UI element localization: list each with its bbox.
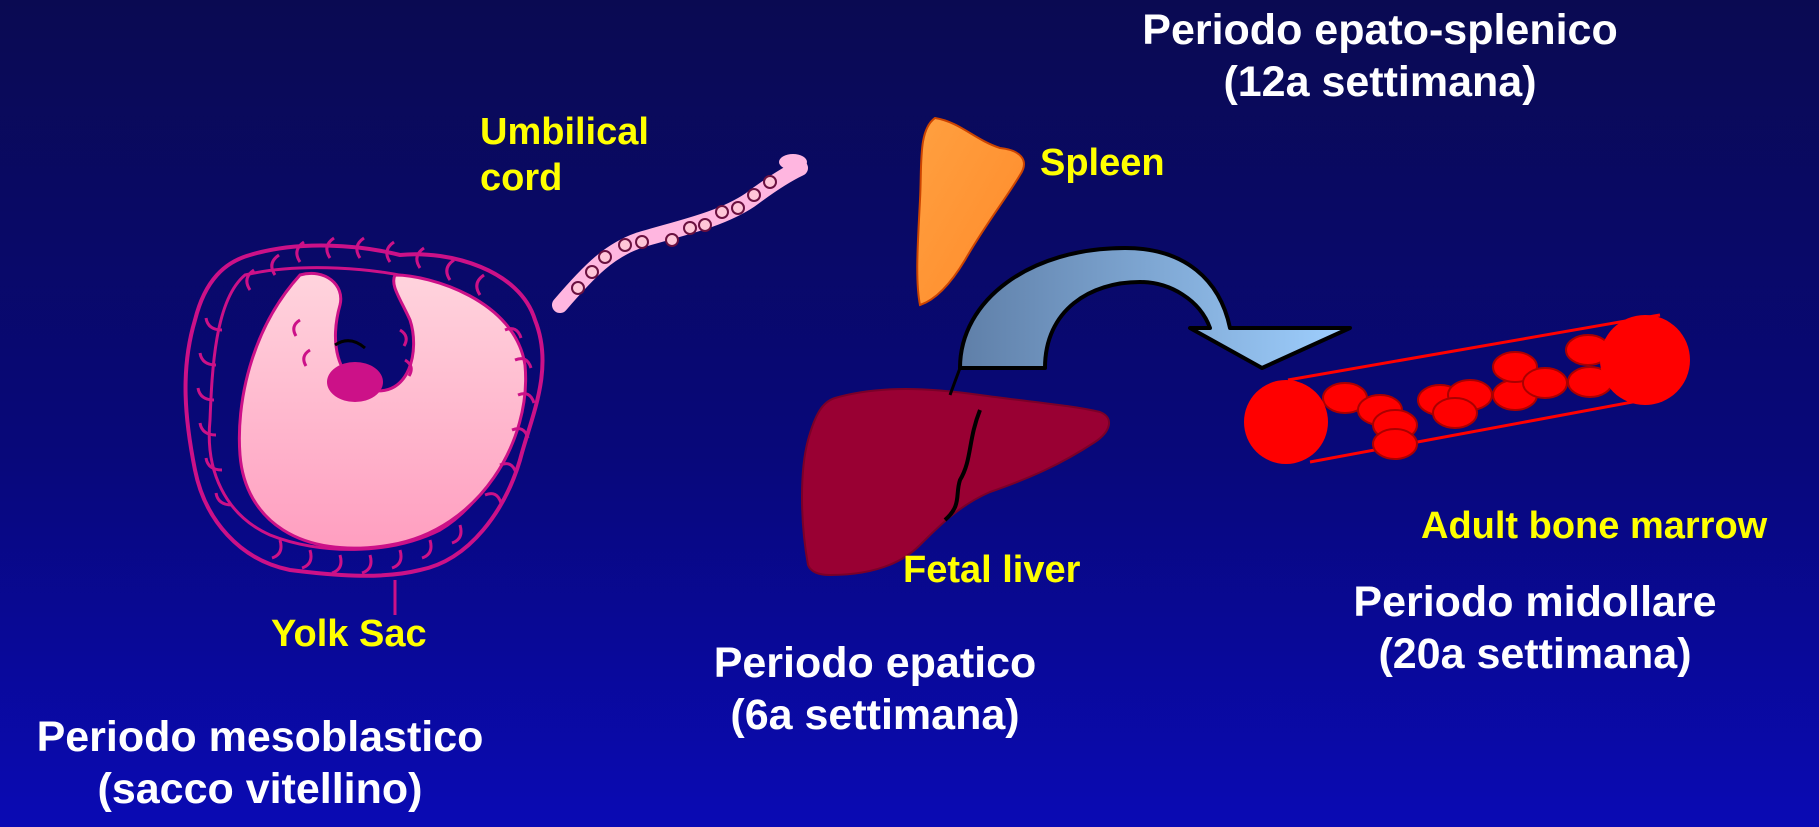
yolk-sac-label: Yolk Sac — [271, 612, 427, 658]
umbilical-cord-label: Umbilical cord — [480, 110, 649, 201]
cord-end — [779, 154, 807, 170]
fetal-liver-label: Fetal liver — [903, 548, 1080, 594]
yolk-sac-body — [239, 273, 525, 548]
red-blood-cells — [1323, 335, 1612, 459]
transition-arrow — [960, 248, 1350, 368]
adult-bone-marrow-label: Adult bone marrow — [1421, 504, 1767, 550]
spleen-illustration — [917, 118, 1024, 305]
vessel-end-right — [1600, 315, 1690, 405]
period-epatico: Periodo epatico (6a settimana) — [665, 638, 1085, 741]
period-mesoblastico: Periodo mesoblastico (sacco vitellino) — [5, 712, 515, 815]
yolk-sac-illustration — [186, 238, 543, 615]
fetal-liver-illustration — [802, 368, 1109, 575]
embryo-streak — [335, 341, 365, 348]
period-midollare: Periodo midollare (20a settimana) — [1305, 577, 1765, 680]
vessel-end-left — [1244, 380, 1328, 464]
embryo-disc — [327, 362, 383, 402]
period-epato-splenico: Periodo epato-splenico (12a settimana) — [1120, 5, 1640, 108]
spleen-label: Spleen — [1040, 141, 1165, 187]
